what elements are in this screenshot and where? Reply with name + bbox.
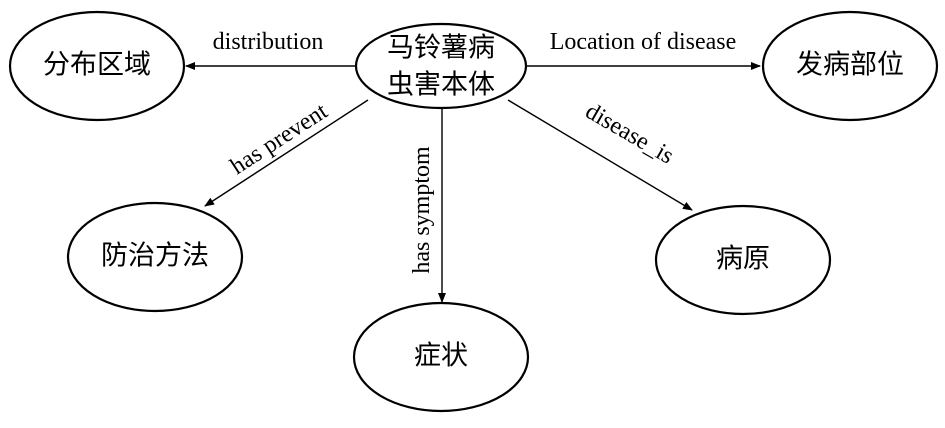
- node-location-label: 发病部位: [796, 50, 904, 81]
- edge-pathogen: disease_is: [507, 98, 693, 211]
- node-prevention: 防治方法: [66, 201, 244, 313]
- edge-prevention-arrow: [204, 99, 369, 207]
- edge-location-label: Location of disease: [550, 29, 737, 55]
- node-location: 发病部位: [761, 10, 939, 122]
- node-prevention-shape: [66, 201, 244, 313]
- node-pathogen-shape: [654, 204, 832, 316]
- edge-distribution: distribution: [185, 29, 356, 70]
- node-pathogen-label: 病原: [716, 244, 770, 275]
- node-distribution: 分布区域: [8, 10, 186, 122]
- edge-distribution-label: distribution: [213, 29, 324, 55]
- node-center: 马铃薯病 虫害本体: [354, 22, 528, 110]
- node-distribution-label: 分布区域: [43, 50, 151, 81]
- edge-prevention: has prevent: [204, 98, 369, 207]
- node-prevention-label: 防治方法: [101, 241, 209, 272]
- node-location-shape: [761, 10, 939, 122]
- node-symptom-shape: [352, 301, 530, 413]
- node-center-shape: [354, 22, 528, 110]
- edge-symptom: has symptom: [409, 108, 446, 303]
- node-center-label-line1: 马铃薯病: [387, 33, 495, 64]
- node-pathogen: 病原: [654, 204, 832, 316]
- node-distribution-shape: [8, 10, 186, 122]
- edge-location: Location of disease: [526, 29, 761, 70]
- node-center-label-line2: 虫害本体: [387, 70, 495, 101]
- node-symptom: 症状: [352, 301, 530, 413]
- edge-pathogen-label: disease_is: [581, 98, 678, 169]
- edge-prevention-label: has prevent: [226, 98, 333, 180]
- edge-symptom-label: has symptom: [409, 146, 435, 274]
- edge-pathogen-arrow: [507, 99, 693, 211]
- node-symptom-label: 症状: [414, 341, 468, 372]
